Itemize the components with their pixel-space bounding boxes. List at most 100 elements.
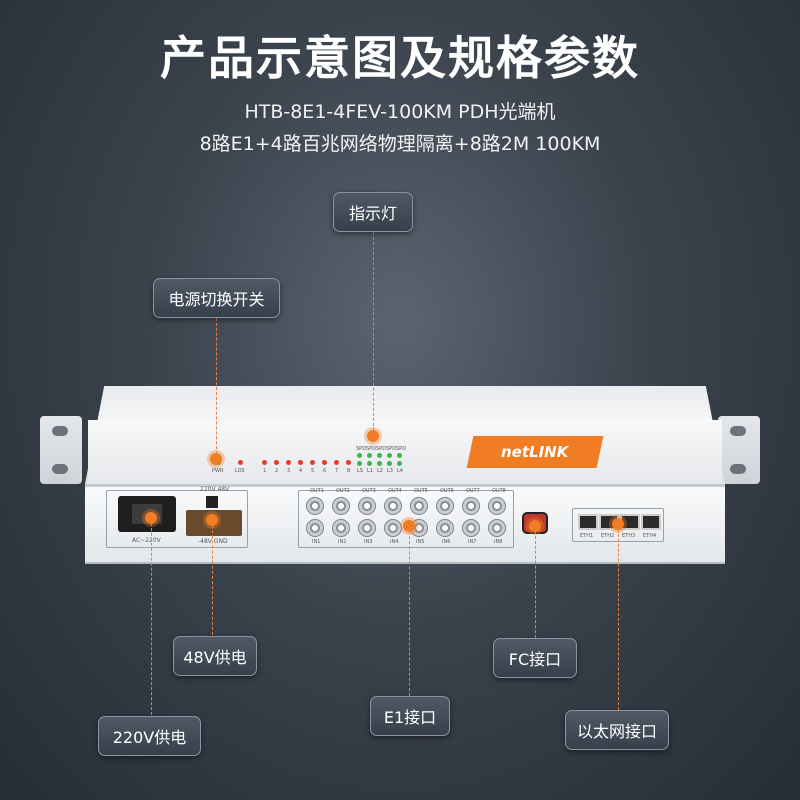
rj45-port <box>641 514 661 530</box>
spd-label: SPD <box>386 446 397 452</box>
out-label: OUT4 <box>388 488 402 494</box>
link-label: L2 <box>377 468 383 474</box>
led-label: LOS <box>235 468 245 474</box>
eth-marker-dot <box>612 518 624 530</box>
device-indicator-face <box>88 420 722 484</box>
los-led <box>238 460 243 465</box>
in-label: IN2 <box>338 539 347 545</box>
led-label: 3 <box>287 468 291 474</box>
e1-leader-line <box>409 526 410 696</box>
48v-marker-dot <box>206 514 218 526</box>
link-led <box>357 461 362 466</box>
in-label: IN5 <box>416 539 425 545</box>
link-label: L4 <box>397 468 403 474</box>
ac-label: AC~220V <box>132 537 161 544</box>
fc-marker-dot <box>529 520 541 532</box>
eth-callout: 以太网接口 <box>565 710 669 750</box>
bnc-connector <box>462 497 480 515</box>
eth-label: ETH2 <box>601 533 615 539</box>
eth-label: ETH1 <box>580 533 594 539</box>
rj45-port <box>578 514 598 530</box>
link-label: LS <box>357 468 363 474</box>
bnc-connector <box>436 497 454 515</box>
bnc-connector <box>332 519 350 537</box>
in-label: IN3 <box>364 539 373 545</box>
spd-led <box>367 453 372 458</box>
indicator-leader-line <box>373 232 374 436</box>
bnc-connector <box>488 497 506 515</box>
spd-led <box>357 453 362 458</box>
e1-led <box>346 460 351 465</box>
spd-label: SPD <box>396 446 407 452</box>
brand-name: netLINK <box>501 443 569 461</box>
bnc-connector <box>410 497 428 515</box>
48v-callout: 48V供电 <box>173 636 257 676</box>
spec-subtitle: 8路E1+4路百兆网络物理隔离+8路2M 100KM <box>199 133 601 155</box>
bnc-connector <box>358 497 376 515</box>
eth-label: ETH3 <box>622 533 636 539</box>
indicator-marker-dot <box>367 430 379 442</box>
in-label: IN8 <box>494 539 503 545</box>
220v-leader-line <box>151 518 152 715</box>
e1-led <box>322 460 327 465</box>
left-rack-ear <box>40 416 82 484</box>
out-label: OUT2 <box>336 488 350 494</box>
out-label: OUT1 <box>310 488 324 494</box>
e1-marker-dot <box>403 520 415 532</box>
in-label: IN1 <box>312 539 321 545</box>
e1-led <box>298 460 303 465</box>
led-label: 4 <box>299 468 303 474</box>
switch-marker-dot <box>210 453 222 465</box>
e1-led <box>262 460 267 465</box>
out-label: OUT7 <box>466 488 480 494</box>
link-label: L1 <box>367 468 373 474</box>
out-label: OUT5 <box>414 488 428 494</box>
48v-leader-line <box>212 520 213 635</box>
e1-led <box>334 460 339 465</box>
bnc-connector <box>462 519 480 537</box>
bnc-connector <box>384 519 402 537</box>
fc-leader-line <box>535 526 536 638</box>
power-panel-outline <box>106 490 248 548</box>
e1-led <box>286 460 291 465</box>
link-led <box>367 461 372 466</box>
eth-label: ETH4 <box>643 533 657 539</box>
link-label: L3 <box>387 468 393 474</box>
led-label: 7 <box>335 468 339 474</box>
e1-panel-outline <box>298 490 514 548</box>
e1-callout: E1接口 <box>370 696 450 736</box>
spd-label: SPD <box>356 446 367 452</box>
voltage-label: 220V 48V <box>200 486 230 493</box>
led-label: 8 <box>347 468 351 474</box>
page-title: 产品示意图及规格参数 <box>160 31 640 85</box>
power-switch <box>206 496 218 508</box>
220v-callout: 220V供电 <box>98 716 201 756</box>
model-subtitle: HTB-8E1-4FEV-100KM PDH光端机 <box>244 101 556 123</box>
in-label: IN7 <box>468 539 477 545</box>
bnc-connector <box>306 497 324 515</box>
out-label: OUT8 <box>492 488 506 494</box>
bnc-connector <box>358 519 376 537</box>
led-label: PWR <box>212 468 224 474</box>
out-label: OUT3 <box>362 488 376 494</box>
link-led <box>387 461 392 466</box>
led-label: 6 <box>323 468 327 474</box>
e1-led <box>274 460 279 465</box>
led-label: 1 <box>263 468 267 474</box>
spd-led <box>377 453 382 458</box>
eth-leader-line <box>618 524 619 710</box>
out-label: OUT6 <box>440 488 454 494</box>
right-rack-ear <box>718 416 760 484</box>
fc-callout: FC接口 <box>493 638 577 678</box>
spd-label: SPD <box>366 446 377 452</box>
bnc-connector <box>384 497 402 515</box>
link-led <box>377 461 382 466</box>
brand-logo: netLINK <box>466 436 604 468</box>
in-label: IN4 <box>390 539 399 545</box>
bnc-connector <box>488 519 506 537</box>
bnc-connector <box>306 519 324 537</box>
bnc-connector <box>436 519 454 537</box>
link-led <box>397 461 402 466</box>
led-label: 2 <box>275 468 279 474</box>
spd-led <box>387 453 392 458</box>
